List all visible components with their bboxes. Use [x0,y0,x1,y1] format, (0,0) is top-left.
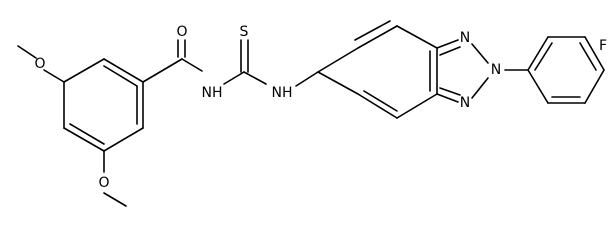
bond [243,71,267,85]
bond [584,36,605,71]
atom-label-carbonyl-oxygen: O [176,24,187,40]
bond [354,20,391,41]
bond [579,42,597,71]
atom-label-group: O S NH NH N N N F O O [34,24,607,191]
bond [363,90,398,112]
bond [396,25,438,49]
bond [471,43,489,64]
bond [103,58,144,83]
bond [436,39,459,49]
bond [317,71,359,95]
atom-label-amide-nh: NH [202,85,223,101]
bond [63,127,105,152]
atom-label-thio-sulfur: S [240,24,249,40]
bond [63,58,105,83]
bond-group [17,20,605,207]
bond [69,123,105,145]
bond [439,87,461,96]
bond [103,192,127,207]
atom-label-methoxy-oxygen-top: O [34,56,45,72]
bond [223,71,245,85]
bond [439,46,461,56]
bond [527,69,549,104]
molecule-structure-diagram: O S NH NH N N N F O O [17,20,607,207]
bond [396,93,438,119]
bond [103,127,144,152]
bond [142,58,183,83]
atom-label-triazole-n1: N [460,30,470,46]
atom-label-methoxy-oxygen-bottom: O [98,175,109,191]
bond [43,69,65,83]
bond [527,36,549,71]
atom-label-triazole-n3: N [460,95,470,111]
bond [471,77,489,99]
bond [295,71,319,87]
bond [357,93,398,119]
atom-label-aryl-nh: NH [272,85,293,101]
bond [181,58,203,72]
bond [436,93,459,103]
atom-label-fluorine: F [599,38,607,54]
bond [317,47,359,73]
bond [534,42,553,71]
bond [17,45,37,59]
bond [103,65,138,87]
atom-label-triazole-n2: N [491,62,501,78]
bond [357,25,398,49]
bond [584,69,605,104]
